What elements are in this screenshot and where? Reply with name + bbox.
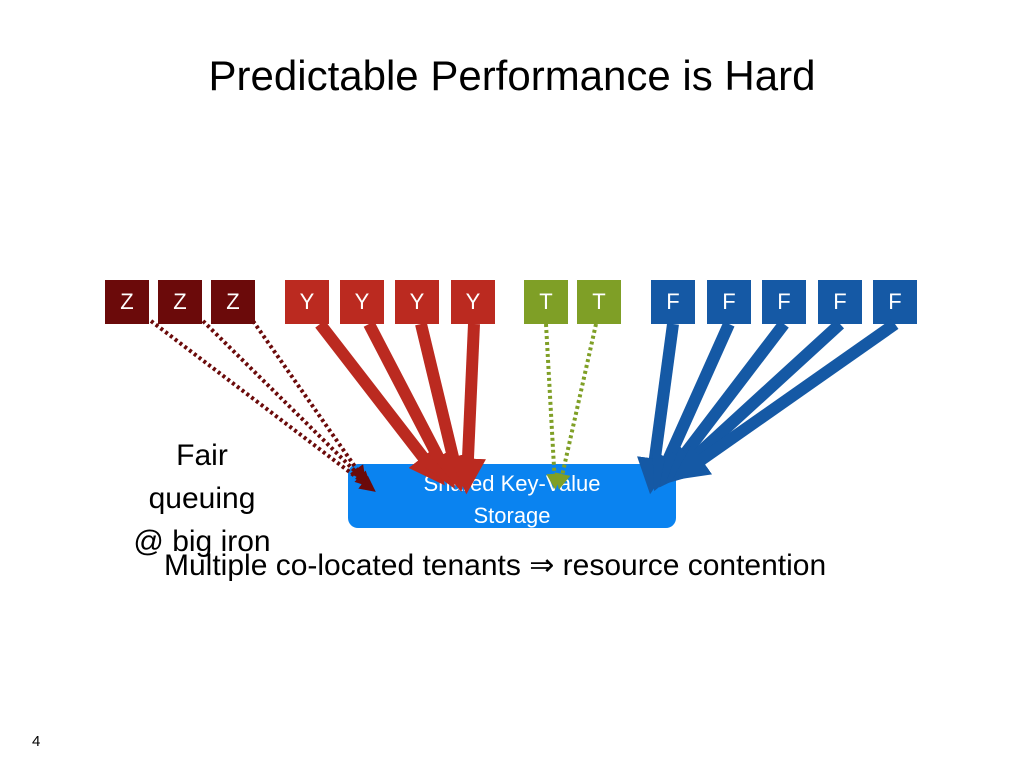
tenant-f-box: F bbox=[818, 280, 862, 324]
tenant-z-box: Z bbox=[211, 280, 255, 324]
y-arrow bbox=[363, 321, 455, 489]
tenant-f-box: F bbox=[873, 280, 917, 324]
y-arrow bbox=[315, 320, 445, 486]
tenant-f-box: F bbox=[762, 280, 806, 324]
tenant-y-box: Y bbox=[395, 280, 439, 324]
page-number: 4 bbox=[32, 733, 41, 750]
tenant-y-box: Y bbox=[451, 280, 495, 324]
fair-queuing-line: @ big iron bbox=[133, 525, 271, 558]
tenant-z-box: Z bbox=[158, 280, 202, 324]
tenant-z-box: Z bbox=[105, 280, 149, 324]
t-arrow bbox=[554, 323, 598, 490]
tenant-t-box: T bbox=[524, 280, 568, 324]
y-arrow bbox=[415, 322, 471, 493]
slide-title: Predictable Performance is Hard bbox=[208, 52, 816, 99]
z-arrow bbox=[149, 319, 376, 492]
tenant-y-box: Y bbox=[340, 280, 384, 324]
z-arrow bbox=[201, 319, 372, 488]
z-arrow bbox=[251, 319, 366, 482]
tenant-y-box: Y bbox=[285, 280, 329, 324]
f-arrow bbox=[672, 319, 899, 481]
slide-caption: Multiple co-located tenants ⇒ resource c… bbox=[164, 549, 827, 582]
f-arrow bbox=[659, 320, 789, 488]
t-arrow bbox=[544, 323, 563, 490]
y-arrow bbox=[449, 323, 486, 495]
tenant-t-box: T bbox=[577, 280, 621, 324]
fair-queuing-line: Fair bbox=[176, 439, 228, 472]
tenant-f-box: F bbox=[707, 280, 751, 324]
fair-queuing-label: Fair queuing @ big iron bbox=[100, 434, 304, 563]
fair-queuing-line: queuing bbox=[148, 482, 256, 515]
tenant-f-box: F bbox=[651, 280, 695, 324]
shared-storage-box: Shared Key-Value Storage bbox=[348, 464, 676, 528]
